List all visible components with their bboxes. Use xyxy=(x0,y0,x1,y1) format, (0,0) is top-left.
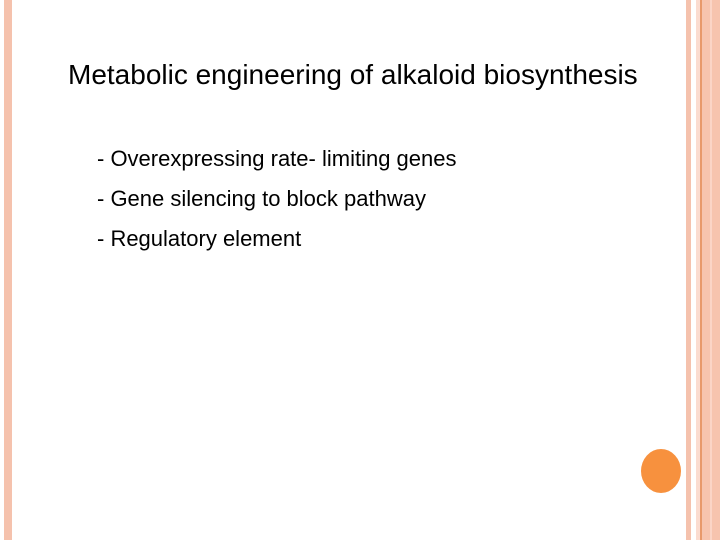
right-accent-stripe-light-line xyxy=(710,0,712,540)
accent-circle xyxy=(641,449,681,493)
bullet-line: - Regulatory element xyxy=(97,226,302,251)
bullet-line: - Gene silencing to block pathway xyxy=(97,186,426,211)
right-accent-stripe-dark-line xyxy=(700,0,702,540)
right-accent-stripe-4 xyxy=(712,0,720,540)
slide-title: Metabolic engineering of alkaloid biosyn… xyxy=(68,59,638,90)
left-accent-stripe xyxy=(4,0,12,540)
right-accent-stripe-2 xyxy=(696,0,700,540)
right-accent-stripe-1 xyxy=(686,0,691,540)
right-accent-stripe-3 xyxy=(702,0,710,540)
bullet-list: - Overexpressing rate- limiting genes - … xyxy=(97,139,456,259)
bullet-line: - Overexpressing rate- limiting genes xyxy=(97,146,457,171)
